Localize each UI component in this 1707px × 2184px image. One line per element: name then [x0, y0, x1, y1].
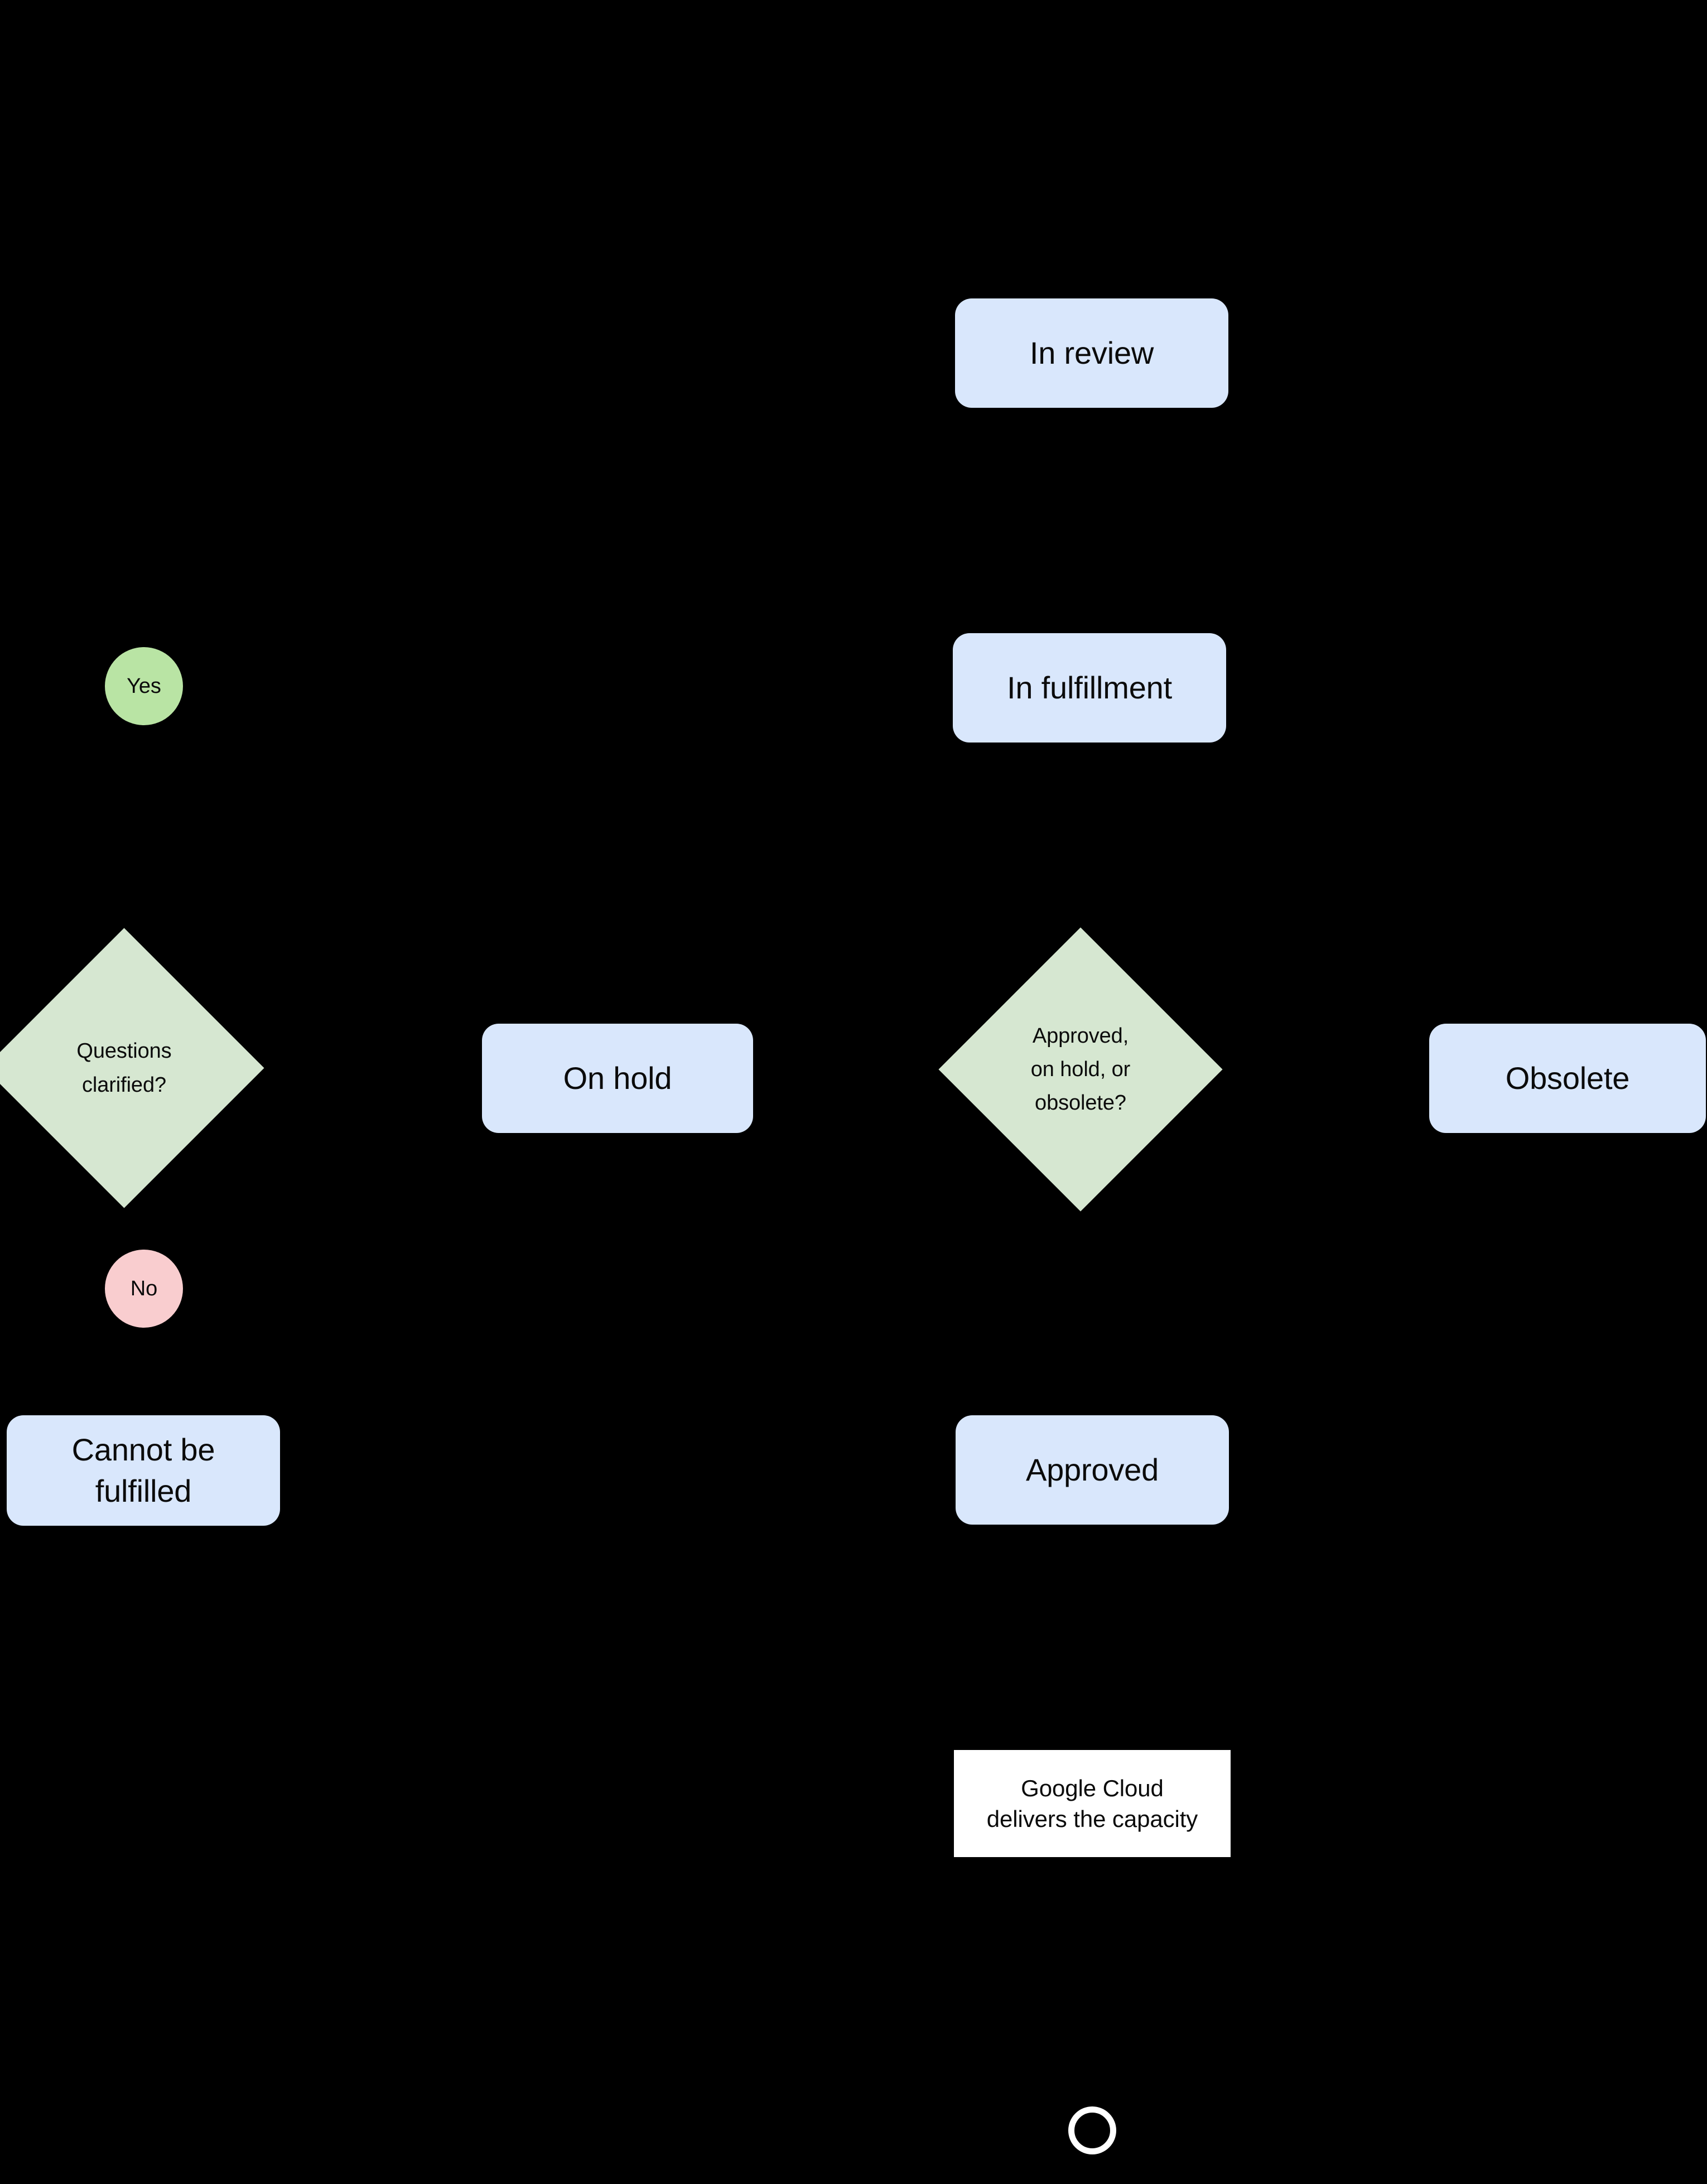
node-questions-clarified-label: Questions clarified? — [76, 1039, 172, 1097]
node-approved[interactable]: Approved — [956, 1415, 1229, 1525]
node-google-cloud-delivers-label: Google Cloud delivers the capacity — [986, 1775, 1198, 1832]
edge-label-no-text: No — [130, 1276, 158, 1300]
node-terminator-circle[interactable] — [1068, 2106, 1116, 2154]
node-obsolete[interactable]: Obsolete — [1429, 1024, 1706, 1133]
node-in-fulfillment[interactable]: In fulfillment — [953, 633, 1226, 743]
node-cannot-be-fulfilled[interactable]: Cannot be fulfilled — [7, 1415, 280, 1526]
node-on-hold[interactable]: On hold — [482, 1024, 753, 1133]
node-approved-label: Approved — [1025, 1452, 1159, 1488]
node-approved-on-hold-or-obsolete[interactable]: Approved, on hold, or obsolete? — [938, 927, 1223, 1212]
edge-label-yes: Yes — [105, 647, 183, 725]
node-obsolete-label: Obsolete — [1505, 1060, 1630, 1096]
node-in-review-label: In review — [1029, 335, 1154, 371]
edge-label-no: No — [105, 1250, 183, 1328]
node-in-review[interactable]: In review — [955, 298, 1228, 408]
node-cannot-be-fulfilled-label: Cannot be fulfilled — [71, 1432, 215, 1508]
node-google-cloud-delivers[interactable]: Google Cloud delivers the capacity — [954, 1750, 1231, 1857]
node-in-fulfillment-label: In fulfillment — [1007, 670, 1172, 706]
edge-label-yes-text: Yes — [127, 674, 161, 698]
node-approved-on-hold-or-obsolete-label: Approved, on hold, or obsolete? — [1030, 1024, 1131, 1115]
node-on-hold-label: On hold — [563, 1060, 672, 1096]
node-questions-clarified[interactable]: Questions clarified? — [0, 928, 264, 1208]
